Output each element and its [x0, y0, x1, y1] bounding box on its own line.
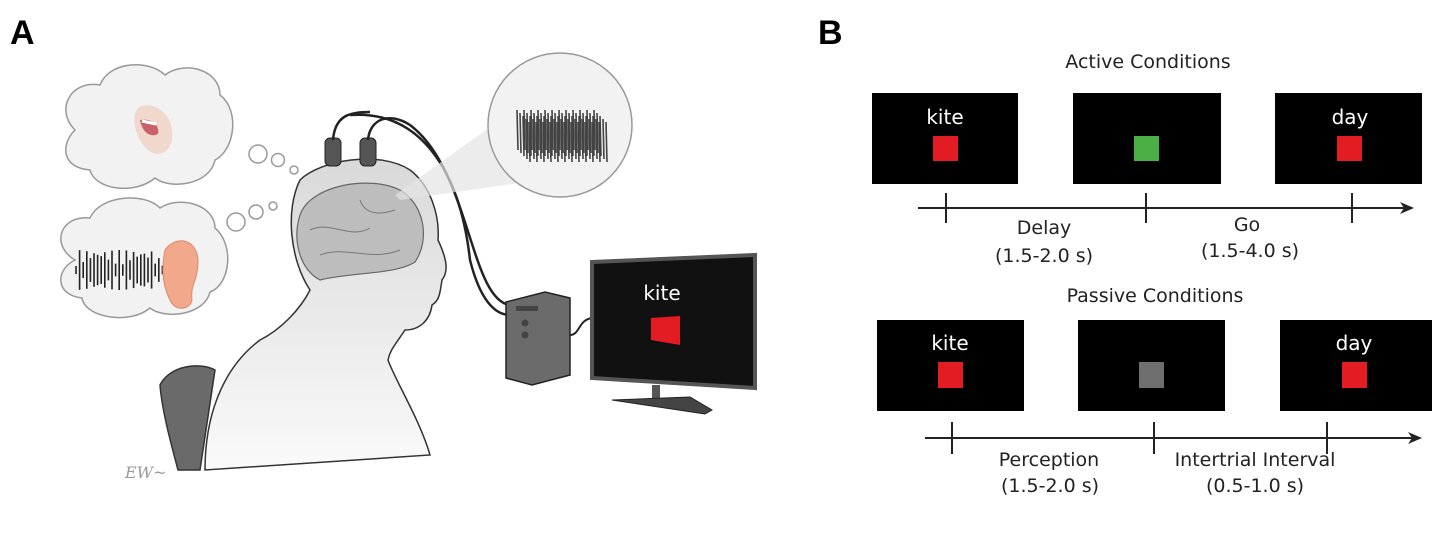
green-square — [1134, 136, 1159, 161]
passive-conditions: Passive Conditions kite day Perception (… — [877, 285, 1432, 497]
interval-duration: (1.5-2.0 s) — [1001, 475, 1099, 497]
active-conditions: Active Conditions kite day Delay (1.5-2.… — [872, 51, 1422, 267]
panel-label-b: B — [818, 14, 843, 52]
screen-active-3: day — [1275, 93, 1422, 184]
interval-duration: (1.5-2.0 s) — [995, 245, 1093, 267]
screen-active-2 — [1073, 93, 1221, 184]
screen-passive-2 — [1078, 320, 1225, 411]
panel-label-a: A — [10, 14, 35, 52]
thought-bubble-hearing — [60, 197, 229, 319]
red-square — [1342, 362, 1367, 388]
monitor-word: kite — [643, 281, 680, 305]
thought-dots — [226, 144, 299, 232]
screen-word: kite — [931, 331, 968, 355]
screen-word: day — [1332, 105, 1369, 129]
screen-word: kite — [926, 105, 963, 129]
waveform-icon — [75, 250, 182, 290]
illustration: kite EW~ — [60, 52, 757, 482]
red-square — [1337, 136, 1362, 161]
interval-label: Intertrial Interval — [1175, 449, 1336, 471]
red-square — [938, 362, 963, 388]
interval-label: Go — [1234, 214, 1260, 236]
active-timeline — [918, 193, 1414, 223]
monitor-stimulus-square — [651, 316, 680, 345]
interval-label: Perception — [999, 449, 1099, 471]
electrode-connectors — [324, 110, 511, 317]
computer-tower — [505, 291, 593, 386]
interval-label: Delay — [1017, 217, 1072, 239]
ear-icon — [162, 240, 199, 309]
chair — [159, 365, 216, 471]
interval-duration: (0.5-1.0 s) — [1206, 475, 1304, 497]
screen-passive-1: kite — [877, 320, 1024, 411]
thought-bubble-speech — [65, 64, 234, 190]
screen-word: day — [1336, 331, 1373, 355]
passive-timeline — [925, 422, 1422, 454]
interval-duration: (1.5-4.0 s) — [1201, 240, 1299, 262]
passive-title: Passive Conditions — [1067, 285, 1244, 307]
gray-square — [1139, 362, 1164, 388]
active-title: Active Conditions — [1065, 51, 1230, 73]
monitor: kite — [590, 252, 757, 415]
mouth-icon — [134, 105, 173, 154]
screen-active-1: kite — [872, 93, 1018, 184]
red-square — [933, 136, 958, 161]
artist-signature: EW~ — [124, 463, 167, 482]
electrode-array-magnified — [487, 52, 633, 198]
screen-passive-3: day — [1280, 320, 1432, 411]
